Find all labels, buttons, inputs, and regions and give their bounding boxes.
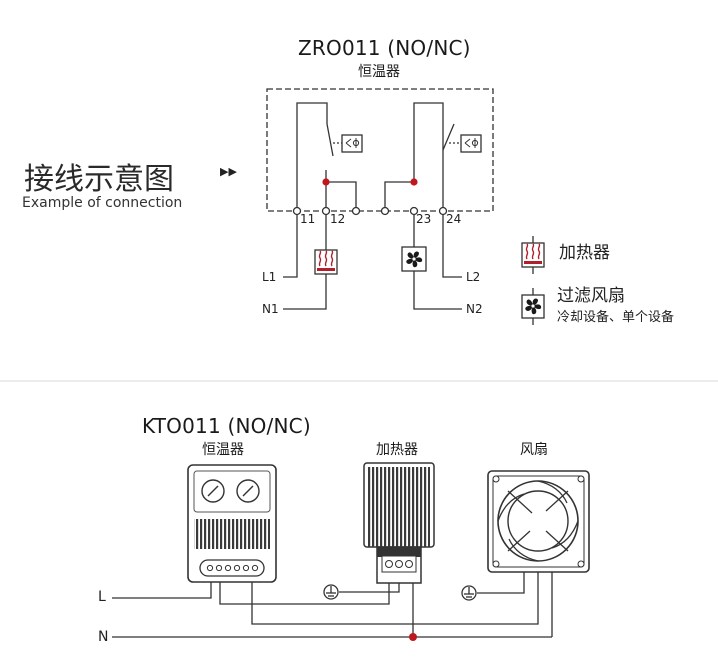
legend-fan-note: 冷却设备、单个设备 [557,310,675,325]
thermo-element-box-2 [460,134,482,153]
thermostat-device [187,464,277,583]
thermostat-enclosure [266,88,494,212]
terminal-11: 11 [300,212,316,226]
bottom-title: KTO011 (NO/NC) [142,414,311,438]
zro-schematic [266,88,545,325]
terminals [292,206,448,216]
line-label-l: L [98,589,106,605]
terminal-24: 24 [446,212,462,226]
n-junction-dot [409,633,417,641]
fan-blade-icon [406,251,542,315]
heading-en: Example of connection [22,195,183,211]
thermo-element-box-1 [341,134,363,153]
line-label-l1: L1 [262,270,277,284]
thermometer-icon [345,138,479,148]
junction-dot-right [410,178,418,186]
line-label-n: N [98,629,109,645]
heater-wave-icon [318,243,541,267]
double-arrow-icon: ▶▶ [220,165,237,178]
bottom-wiring [112,572,553,638]
thermostat-label: 恒温器 [202,442,244,458]
terminal-23: 23 [416,212,432,226]
heater-device [363,462,435,584]
fan-label: 风扇 [520,442,548,458]
legend-heater-label: 加热器 [559,243,610,263]
line-label-n1: N1 [262,302,279,316]
junction-dot-left [322,178,330,186]
fan-device [487,470,590,573]
line-label-l2: L2 [466,270,481,284]
ground-icon [323,584,477,601]
heater-label: 加热器 [376,442,418,458]
legend-fan-label: 过滤风扇 [557,286,625,306]
line-label-n2: N2 [466,302,483,316]
top-title: ZRO011 (NO/NC) [298,36,471,60]
heading-cn: 接线示意图 [24,162,174,197]
top-subtitle: 恒温器 [358,64,400,80]
terminal-12: 12 [330,212,346,226]
